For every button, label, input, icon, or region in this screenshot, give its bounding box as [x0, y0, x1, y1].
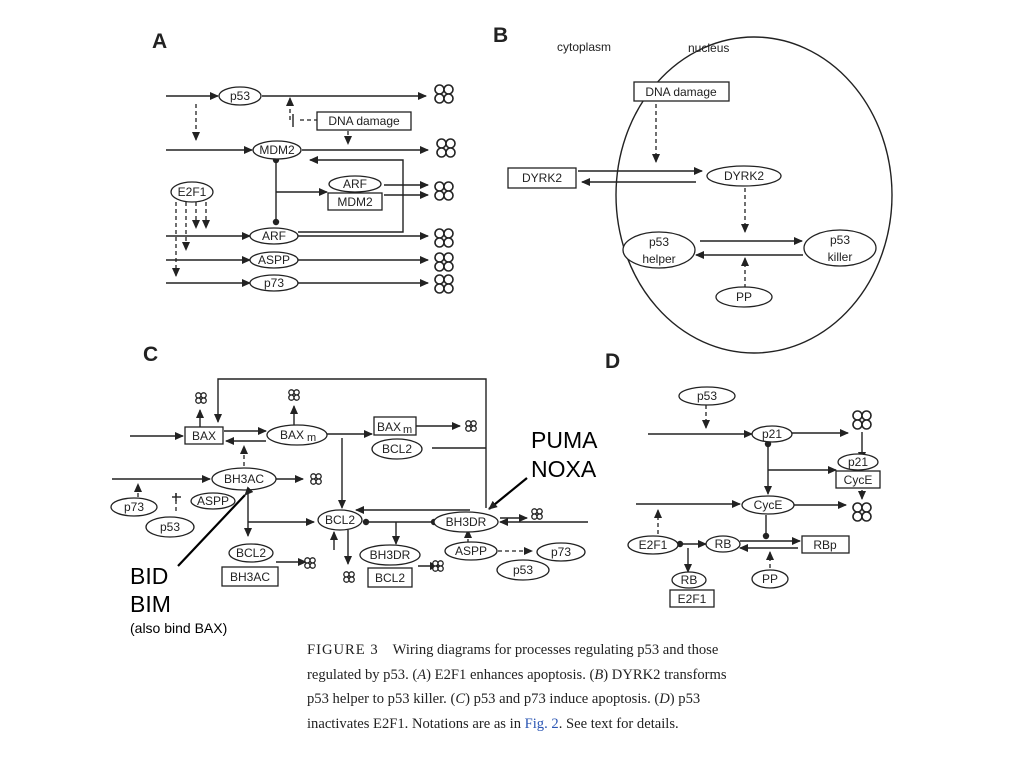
nucleus-boundary [615, 36, 893, 354]
panel-a: A p53 DNA damage MDM2 ARF MDM2 [152, 30, 456, 294]
node-baxm-complex: BAX [377, 420, 401, 434]
panel-b: B cytoplasm nucleus DNA damage DYRK2 DYR… [493, 24, 893, 354]
node-p53: p53 [230, 89, 250, 103]
degradation-icon [288, 389, 300, 401]
node-bax: BAX [192, 429, 216, 443]
node-pp-d: PP [762, 572, 778, 586]
node-p53-c2: p53 [513, 563, 533, 577]
caption-text-5: ) p53 inactivates E2F1. Notations are as… [307, 691, 701, 732]
node-baxm-complex-sub: m [403, 424, 412, 436]
node-bcl2-complex-lower: BCL2 [375, 571, 405, 585]
node-bh3ac: BH3AC [224, 472, 264, 486]
node-p21-complex: p21 [848, 455, 868, 469]
panel-a-label: A [152, 30, 167, 53]
annotation-bim: BIM [130, 591, 171, 617]
node-p53-killer-state: killer [828, 250, 853, 264]
node-bh3ac-complex: BH3AC [230, 570, 270, 584]
degradation-icon [852, 410, 872, 430]
annotation-noxa: NOXA [531, 456, 597, 482]
node-aspp-c2: ASPP [455, 544, 487, 558]
caption-text-2: ) E2F1 enhances apoptosis. ( [426, 666, 595, 683]
nucleus-label: nucleus [688, 41, 729, 55]
degradation-icon [310, 473, 322, 485]
degradation-icon [434, 228, 454, 248]
caption-panel-d-ref: D [659, 691, 670, 707]
degradation-icon [465, 420, 477, 432]
caption-label: FIGURE 3 [307, 642, 379, 658]
node-dna-damage: DNA damage [328, 114, 400, 128]
node-e2f1-complex: E2F1 [678, 592, 707, 606]
node-p21: p21 [762, 427, 782, 441]
degradation-icon [434, 84, 454, 104]
node-dyrk2-cytoplasm: DYRK2 [522, 171, 562, 185]
node-p53-helper: p53 [649, 235, 669, 249]
caption-panel-b-ref: B [594, 666, 604, 683]
panel-d-label: D [605, 350, 620, 373]
degradation-icon [195, 392, 207, 404]
node-p53-helper-state: helper [642, 252, 675, 266]
degradation-icon [434, 274, 454, 294]
node-p73: p73 [264, 276, 284, 290]
bid-bim-pointer [177, 486, 254, 567]
node-bh3dr: BH3DR [446, 515, 487, 529]
node-e2f1-d: E2F1 [639, 538, 668, 552]
node-p53-killer: p53 [830, 233, 850, 247]
degradation-icon [304, 557, 316, 569]
annotation-bid: BID [130, 563, 168, 589]
caption-text-1: Wiring diagrams for processes regulating… [307, 642, 719, 683]
panel-c: C BAX BAX m BAX [110, 343, 598, 636]
node-cyce: CycE [754, 498, 783, 512]
panel-c-label: C [143, 343, 158, 366]
node-p53-c: p53 [160, 520, 180, 534]
degradation-icon [436, 138, 456, 158]
node-dna-damage-b: DNA damage [645, 85, 717, 99]
caption-text-6: . See text for details. [558, 715, 679, 732]
node-mdm2: MDM2 [259, 143, 295, 157]
caption-text-3: ) DYRK2 transforms p53 helper to p53 kil… [307, 666, 727, 708]
panel-d: D p53 p21 p21 CycE CycE E2F1 RB RBp R [605, 350, 881, 608]
node-arf-complex: ARF [343, 177, 367, 191]
node-bcl2-lower: BCL2 [236, 546, 266, 560]
node-bcl2: BCL2 [325, 513, 355, 527]
caption-figure-link[interactable]: Fig. 2 [524, 715, 559, 732]
caption-panel-c-ref: C [455, 691, 466, 707]
node-p73-c2: p73 [551, 545, 571, 559]
panel-b-label: B [493, 24, 508, 47]
degradation-icon [343, 571, 355, 583]
node-mdm2-complex: MDM2 [337, 195, 373, 209]
node-pp: PP [736, 290, 752, 304]
degradation-icon [434, 252, 454, 272]
puma-noxa-pointer [488, 477, 528, 510]
node-aspp: ASPP [258, 253, 290, 267]
node-e2f1: E2F1 [178, 185, 207, 199]
node-rb: RB [715, 537, 732, 551]
node-rbp: RBp [813, 538, 837, 552]
node-p73-c: p73 [124, 500, 144, 514]
node-arf: ARF [262, 229, 286, 243]
degradation-icon [852, 502, 872, 522]
degradation-icon [434, 181, 454, 201]
node-bax-m: BAX [280, 428, 304, 442]
node-dyrk2-nucleus: DYRK2 [724, 169, 764, 183]
annotation-puma: PUMA [531, 427, 598, 453]
node-p53-d: p53 [697, 389, 717, 403]
caption-text-4: ) p53 and p73 induce apoptosis. ( [465, 691, 660, 707]
annotation-bid-note: (also bind BAX) [130, 620, 227, 636]
node-bh3dr-complex: BH3DR [370, 548, 411, 562]
node-bcl2-complex: BCL2 [382, 442, 412, 456]
degradation-icon [531, 508, 543, 520]
node-rb-complex: RB [681, 573, 698, 587]
caption-panel-a-ref: A [417, 666, 427, 683]
node-cyce-complex: CycE [844, 473, 873, 487]
node-bax-m-sub: m [307, 432, 316, 444]
cytoplasm-label: cytoplasm [557, 40, 611, 54]
node-aspp-c: ASPP [197, 494, 229, 508]
